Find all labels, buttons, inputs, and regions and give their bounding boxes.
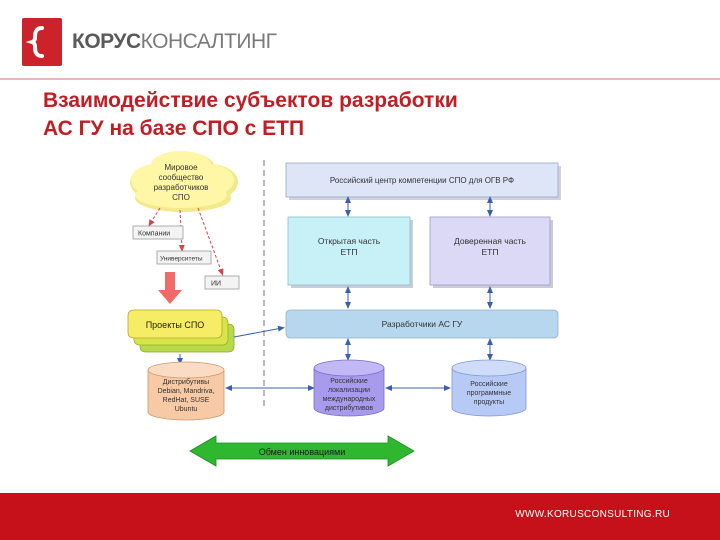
projects-label: Проекты СПО [146,320,205,330]
innovation-exchange-arrow: Обмен инновациями [189,435,415,467]
intl-localizations-cylinder: Российские локализации международных дис… [313,359,385,417]
distros-line-4: Ubuntu [175,406,198,413]
ru-line-3: продукты [474,399,504,406]
footer-bar: WWW.KORUSCONSULTING.RU [0,493,720,540]
intl-line-3: международных [323,396,376,403]
ru-line-1: Российские [470,380,508,388]
logo-mark-icon [22,18,62,66]
logo-suffix: КОНСАЛТИНГ [140,30,277,53]
cloud-line-4: СПО [172,193,190,202]
footer-url[interactable]: WWW.KORUSCONSULTING.RU [515,509,670,520]
universities-label: Университеты [160,256,203,263]
cloud-line-1: Мировое [164,163,198,172]
arrow-projects-developers [233,325,285,338]
cloud-line-2: сообщество [159,173,204,182]
companies-label: Компании [138,231,170,238]
trusted-part-line-2: ЕТП [482,247,499,257]
trusted-part-line-1: Доверенная часть [454,236,527,246]
distros-cylinder: Дистрибутивы Debian, Mandriva, RedHat, S… [147,361,225,421]
header-divider [0,78,720,80]
companies-box: Компании [132,225,184,240]
individuals-box: ИИ [204,275,240,290]
world-community-cloud: Мировое сообщество разработчиков СПО [130,151,238,212]
arrow-cloud-individuals [197,207,224,276]
individuals-label: ИИ [211,281,221,288]
logo-wordmark: КОРУСКОНСАЛТИНГ [72,30,277,54]
arrow-cloud-universities [178,209,185,252]
open-part-line-1: Открытая часть [318,236,381,246]
distros-line-1: Дистрибутивы [163,378,209,386]
intl-line-4: дистрибутивов [325,404,374,412]
intl-line-1: Российские [330,377,368,385]
intl-line-2: локализации [328,387,370,394]
title-line-1: Взаимодействие субъектов разработки [43,89,458,112]
slide-title: Взаимодействие субъектов разработки АС Г… [43,87,683,143]
ru-line-2: программные [467,390,511,397]
company-logo: КОРУСКОНСАЛТИНГ [22,18,277,68]
trusted-part-box: Доверенная часть ЕТП [429,216,553,288]
logo-brand: КОРУС [72,30,141,53]
title-line-2: АС ГУ на базе СПО с ЕТП [43,117,305,140]
open-part-line-2: ЕТП [341,247,358,257]
open-part-box: Открытая часть ЕТП [287,216,413,288]
developers-bar: Разработчики АС ГУ [285,309,559,339]
arrow-cloud-companies [148,207,161,227]
distros-line-2: Debian, Mandriva, [158,388,215,395]
projects-spo-stack: Проекты СПО [127,309,235,353]
universities-box: Университеты [156,250,212,265]
flow-down-arrow [158,272,182,304]
developers-label: Разработчики АС ГУ [382,319,463,329]
cloud-line-3: разработчиков [154,183,209,192]
exchange-label: Обмен инновациями [259,447,346,457]
distros-line-3: RedHat, SUSE [163,397,210,404]
russian-center-box: Российский центр компетенции СПО для ОГВ… [285,162,561,200]
russian-center-label: Российский центр компетенции СПО для ОГВ… [330,176,514,185]
russian-products-cylinder: Российские программные продукты [451,359,527,417]
